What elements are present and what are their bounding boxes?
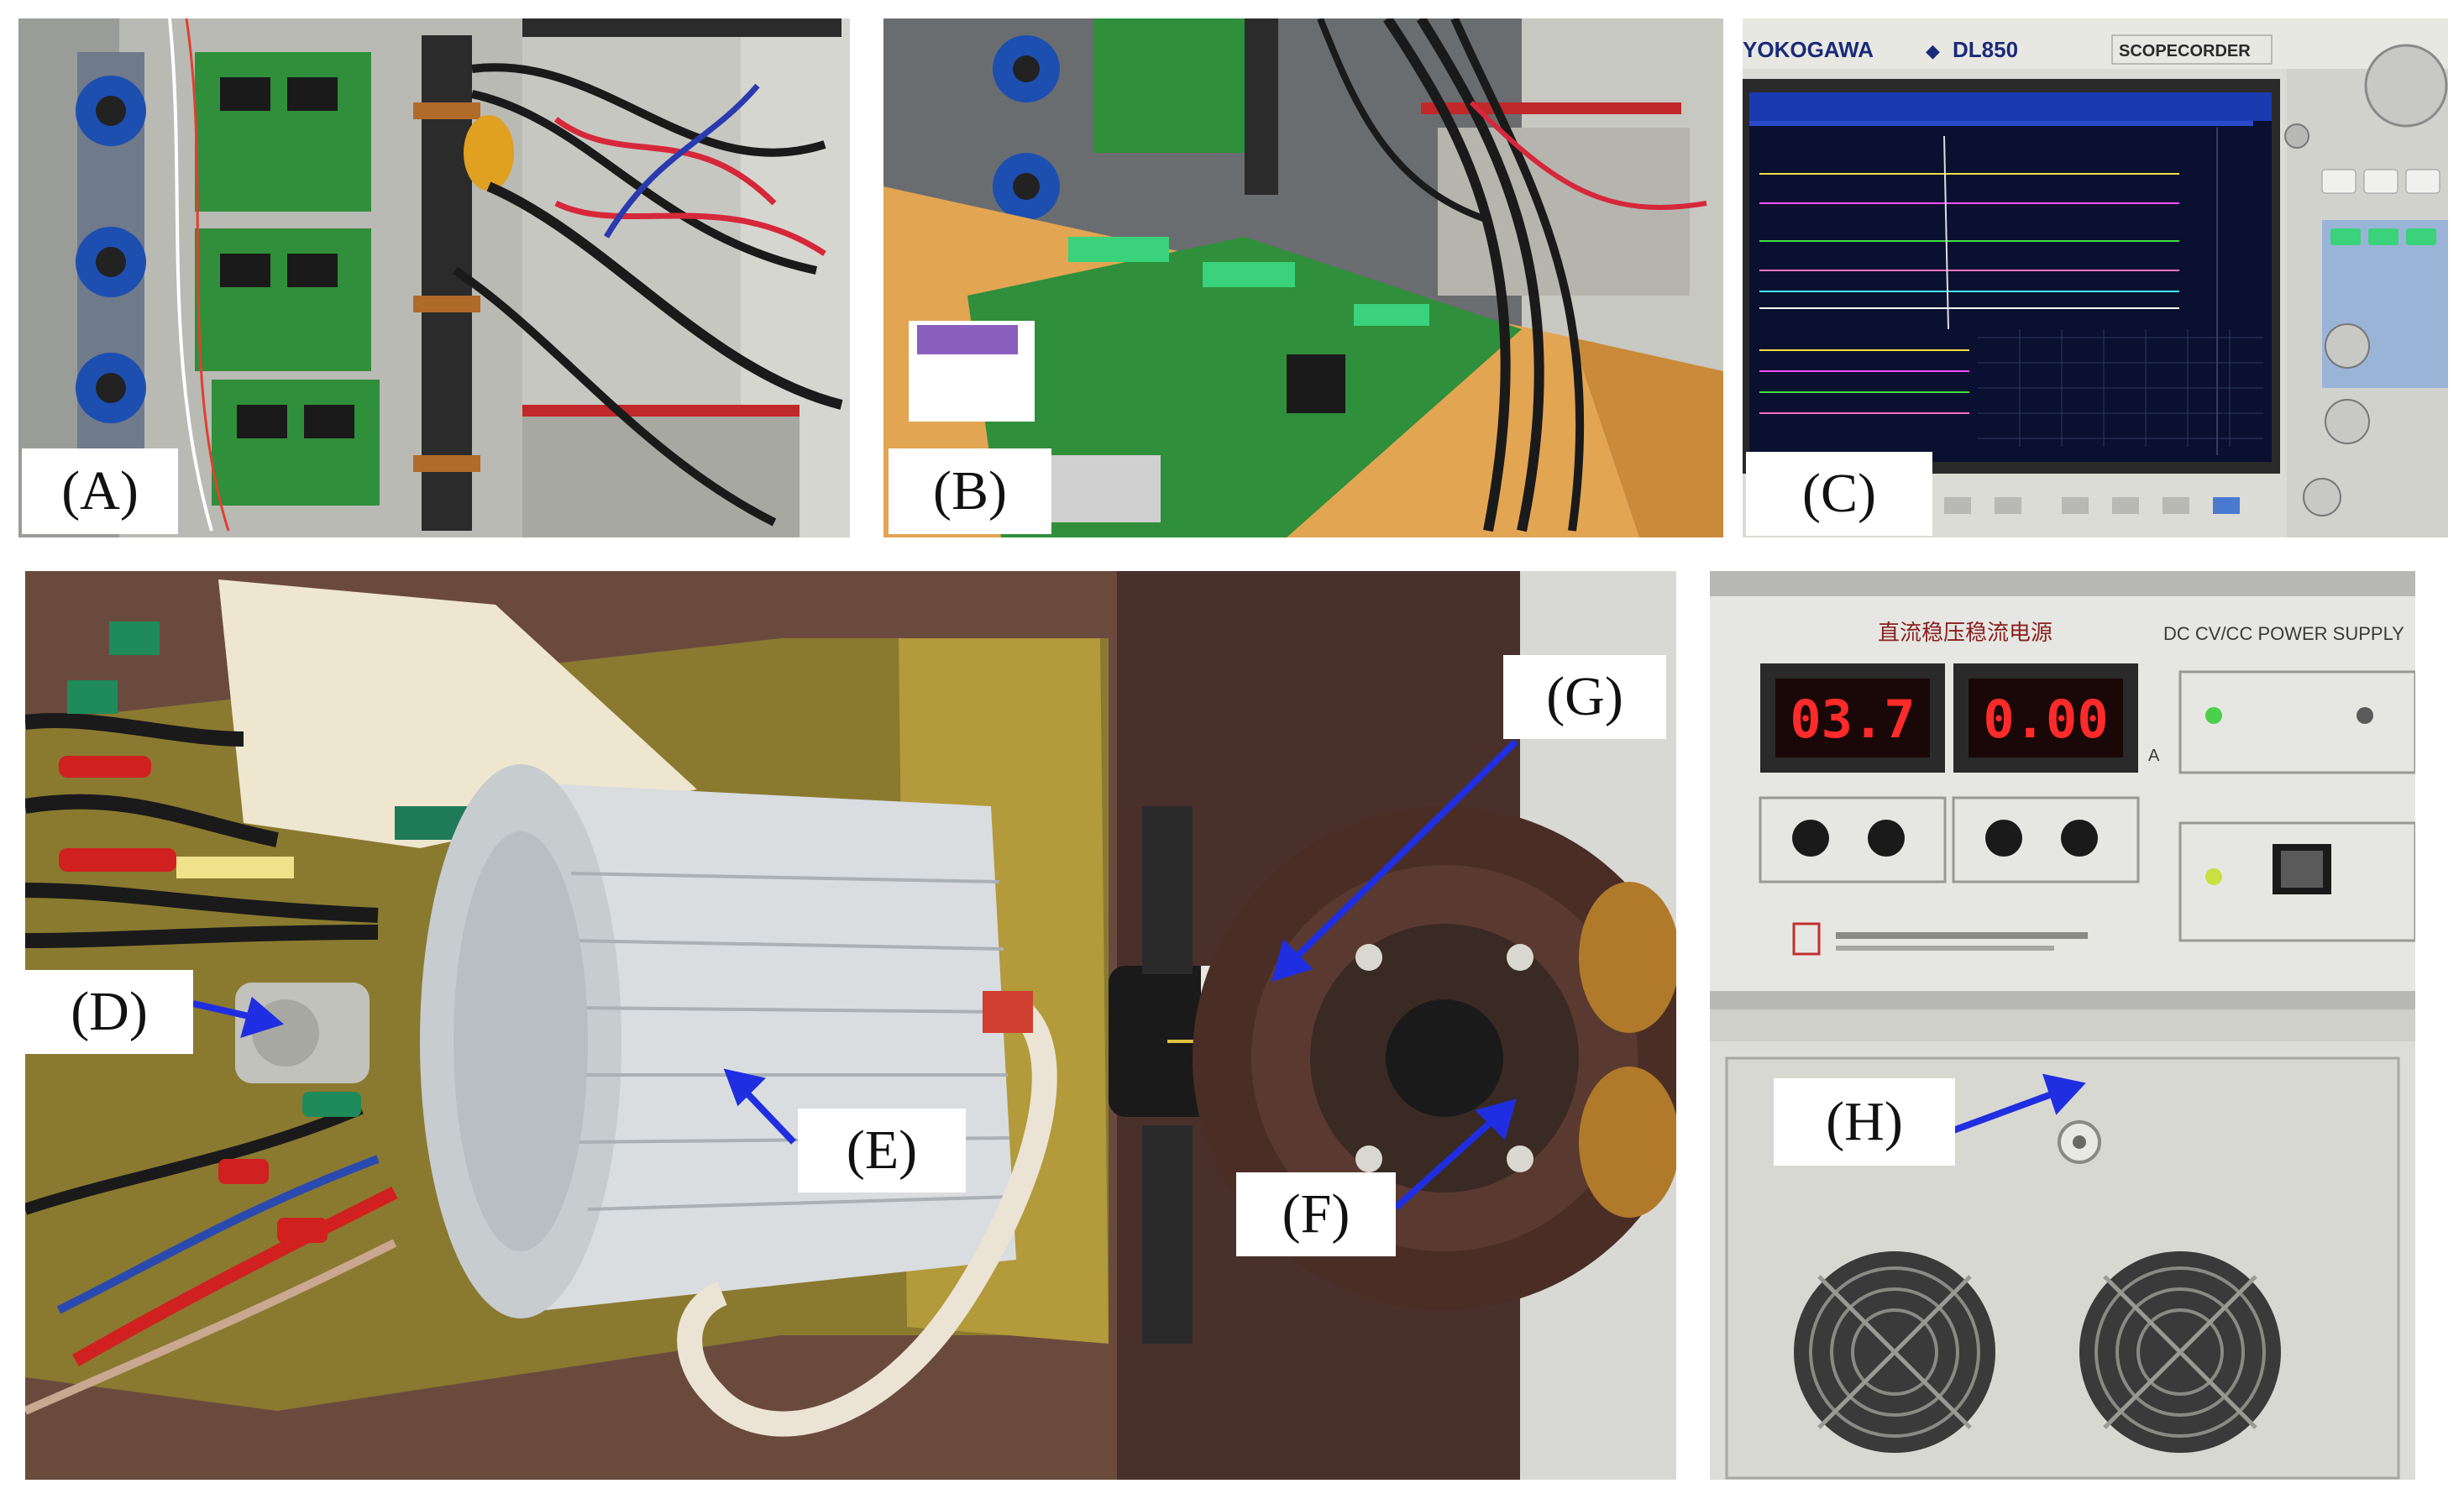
- voltage-fine-knob[interactable]: [1868, 820, 1905, 857]
- panel-d-label: (D): [25, 970, 193, 1054]
- panel-c-label: (C): [1746, 452, 1932, 536]
- oscilloscope-model: DL850: [1953, 37, 2018, 62]
- motor-test-bench-photo: [25, 571, 1676, 1480]
- motor-body: [420, 764, 1016, 1318]
- power-indicator-led: [2205, 868, 2222, 885]
- cc-indicator-led: [2357, 707, 2373, 724]
- panel-a-label: (A): [22, 448, 178, 534]
- panel-f-label: (F): [1236, 1172, 1396, 1256]
- panel-a-inverter-cabinet: (A): [18, 18, 850, 537]
- panel-c-oscilloscope: YOKOGAWA ◆ DL850 SCOPECORDER (C): [1743, 18, 2448, 537]
- maker-logo: [1792, 922, 1821, 956]
- svg-text:◆: ◆: [1926, 40, 1940, 61]
- arrow-d: [192, 1000, 257, 1021]
- panel-h-label: (H): [1774, 1078, 1955, 1166]
- arrow-h: [1952, 1088, 2060, 1134]
- voltage-coarse-knob[interactable]: [1792, 820, 1829, 857]
- cooling-fan-left: [1794, 1251, 1995, 1453]
- arrow-f: [1393, 1114, 1499, 1210]
- arrow-g: [1287, 739, 1518, 967]
- panel-b-controller-board: (B): [883, 18, 1723, 537]
- panel-e-label: (E): [798, 1109, 966, 1193]
- current-coarse-knob[interactable]: [1985, 820, 2022, 857]
- cv-indicator-led: [2205, 707, 2222, 724]
- power-supply-title-cn: 直流稳压稳流电源: [1878, 621, 2052, 646]
- jog-knob[interactable]: [2364, 44, 2448, 128]
- panel-motor-test-bench: (D) (E) (F) (G): [25, 571, 1676, 1480]
- current-unit: A: [2148, 747, 2160, 765]
- oscilloscope-series: SCOPECORDER: [2119, 42, 2251, 60]
- dc-power-supply-photo: 直流稳压稳流电源 DC CV/CC POWER SUPPLY 03.7 V 0.…: [1710, 571, 2449, 1480]
- inverter-cabinet-photo: [18, 18, 850, 537]
- panel-g-label: (G): [1503, 655, 1666, 739]
- panel-b-label: (B): [889, 448, 1051, 534]
- cooling-fan-right: [2079, 1251, 2281, 1453]
- voltage-readout: 03.7: [1790, 689, 1915, 750]
- oscilloscope-screen: [1749, 92, 2272, 462]
- oscilloscope-brand: YOKOGAWA: [1743, 37, 1874, 62]
- oscilloscope-photo: YOKOGAWA ◆ DL850 SCOPECORDER: [1743, 18, 2448, 537]
- arrow-e: [741, 1087, 796, 1145]
- power-supply-title-en: DC CV/CC POWER SUPPLY: [2163, 623, 2404, 644]
- panel-h-dc-power-supply: 直流稳压稳流电源 DC CV/CC POWER SUPPLY 03.7 V 0.…: [1710, 571, 2449, 1480]
- brake-assembly: [1193, 806, 1676, 1310]
- current-fine-knob[interactable]: [2061, 820, 2098, 857]
- current-readout: 0.00: [1983, 689, 2108, 750]
